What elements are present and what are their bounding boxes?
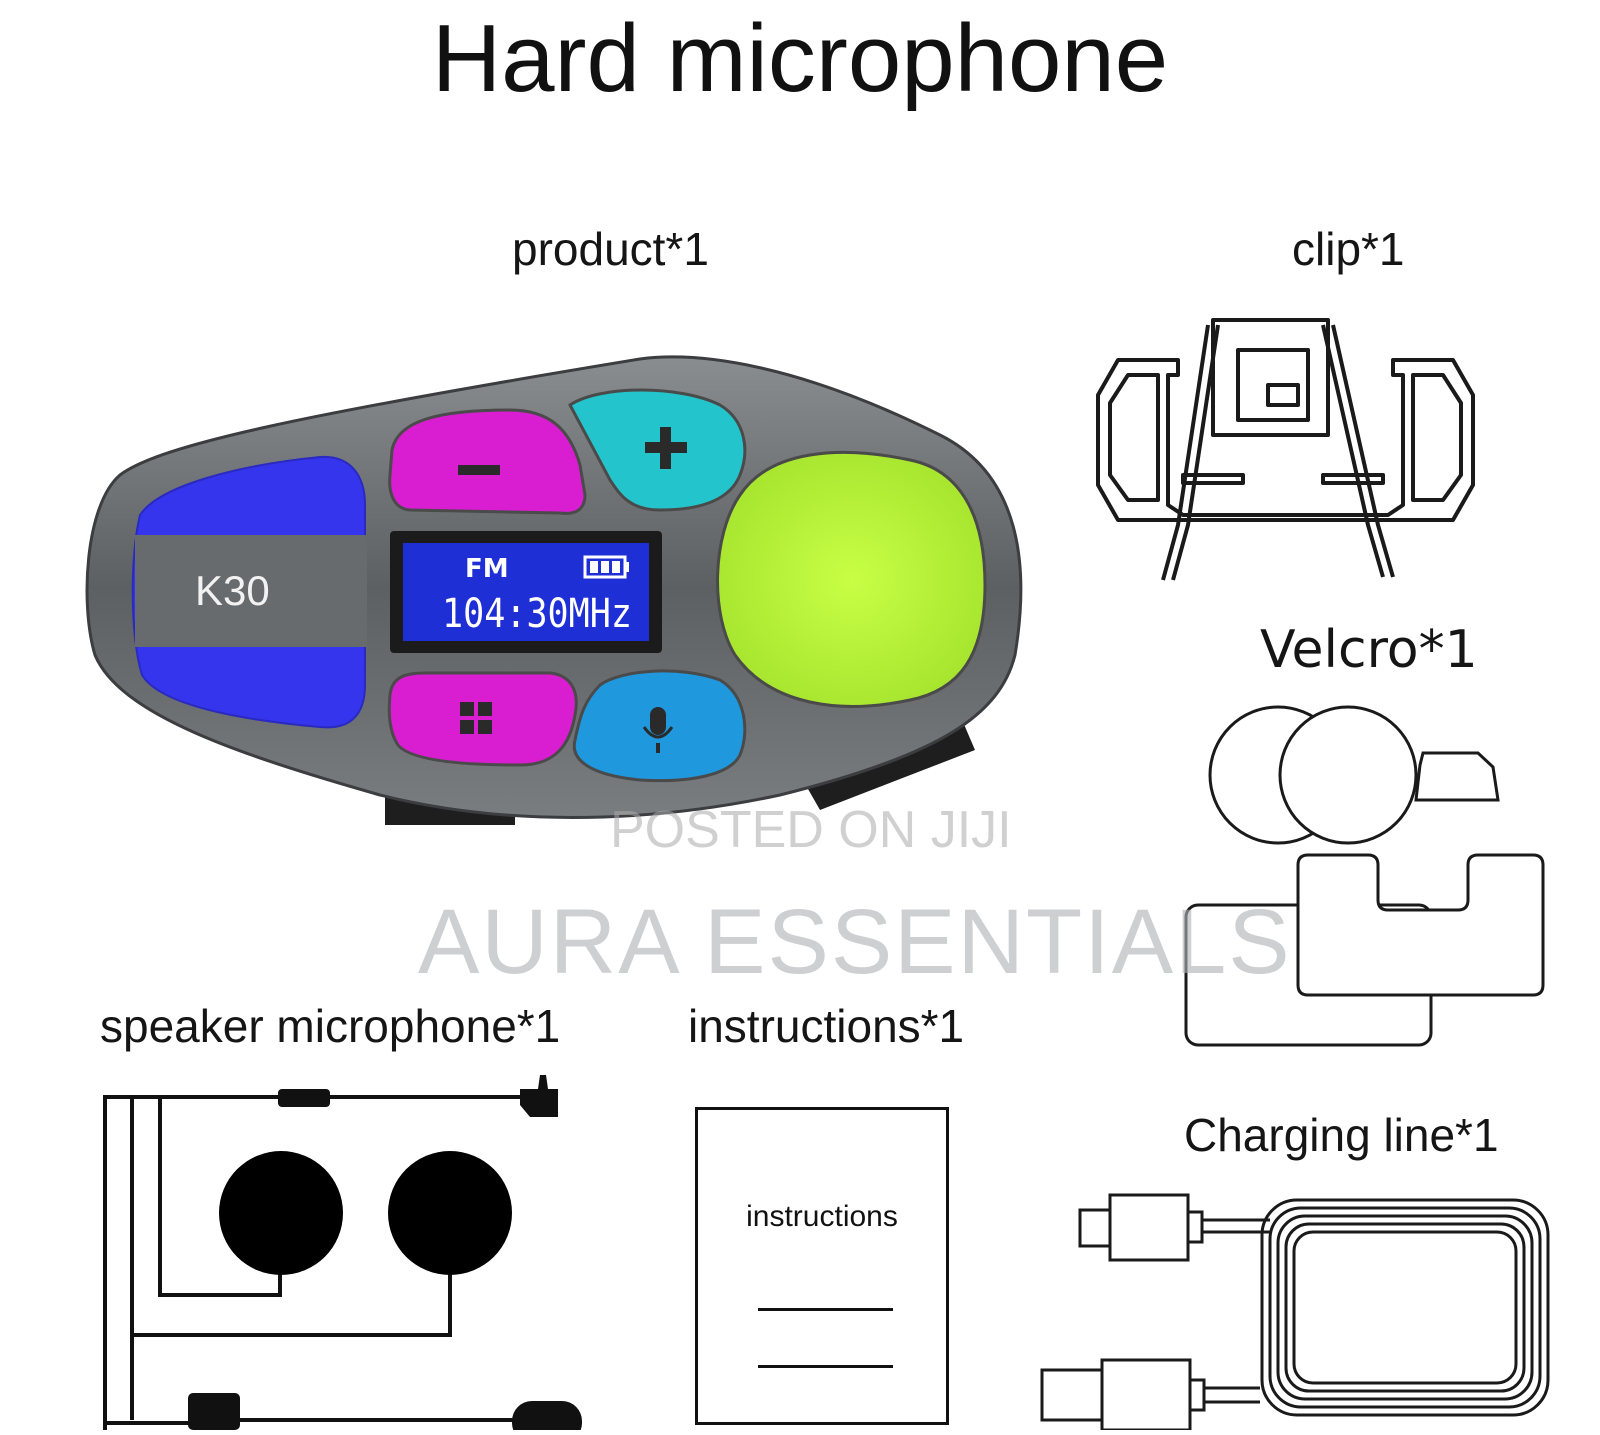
brand-logo: K30 bbox=[195, 567, 270, 614]
page-title: Hard microphone bbox=[431, 5, 1169, 112]
brand-band bbox=[135, 535, 367, 647]
left-speaker bbox=[219, 1151, 343, 1275]
lcd-band: FM bbox=[465, 554, 509, 584]
instructions-sheet-text: instructions bbox=[746, 1200, 898, 1233]
velcro-label: Velcro*1 bbox=[1260, 620, 1478, 680]
shop-watermark: AURA ESSENTIALS bbox=[418, 891, 1292, 993]
product-label: product*1 bbox=[512, 223, 709, 275]
speaker-microphone-label: speaker microphone*1 bbox=[100, 1000, 561, 1052]
boom-mic-head bbox=[512, 1401, 582, 1430]
clip-label: clip*1 bbox=[1292, 223, 1405, 275]
sheet-line-2 bbox=[758, 1365, 893, 1368]
battery-icon bbox=[583, 555, 629, 579]
minus-button[interactable] bbox=[388, 408, 587, 515]
product-device-illustration: K30 FM 104:30MHz bbox=[85, 355, 1023, 825]
clip-illustration bbox=[1096, 318, 1475, 581]
jack-plug-icon bbox=[520, 1075, 558, 1117]
speaker-microphone-illustration bbox=[103, 1075, 582, 1430]
lcd-frequency: 104:30MHz bbox=[442, 591, 632, 637]
microphone-icon bbox=[642, 707, 674, 753]
cable-connector bbox=[278, 1089, 330, 1107]
charging-line-illustration bbox=[1040, 1193, 1550, 1430]
charging-line-label: Charging line*1 bbox=[1184, 1109, 1499, 1161]
minus-icon bbox=[458, 465, 500, 475]
instructions-sheet: instructions bbox=[695, 1107, 949, 1425]
right-speaker bbox=[388, 1151, 512, 1275]
menu-button[interactable] bbox=[387, 671, 578, 767]
velcro-illustration bbox=[1184, 705, 1545, 1047]
lcd-screen bbox=[403, 543, 649, 641]
sheet-line-1 bbox=[758, 1308, 893, 1311]
instructions-label: instructions*1 bbox=[688, 1000, 965, 1052]
main-multifunction-button[interactable] bbox=[716, 450, 987, 708]
mic-connector bbox=[188, 1393, 240, 1430]
menu-grid-icon bbox=[460, 702, 492, 734]
posted-watermark: POSTED ON JIJI bbox=[610, 801, 1012, 859]
plus-icon-v bbox=[660, 427, 671, 469]
